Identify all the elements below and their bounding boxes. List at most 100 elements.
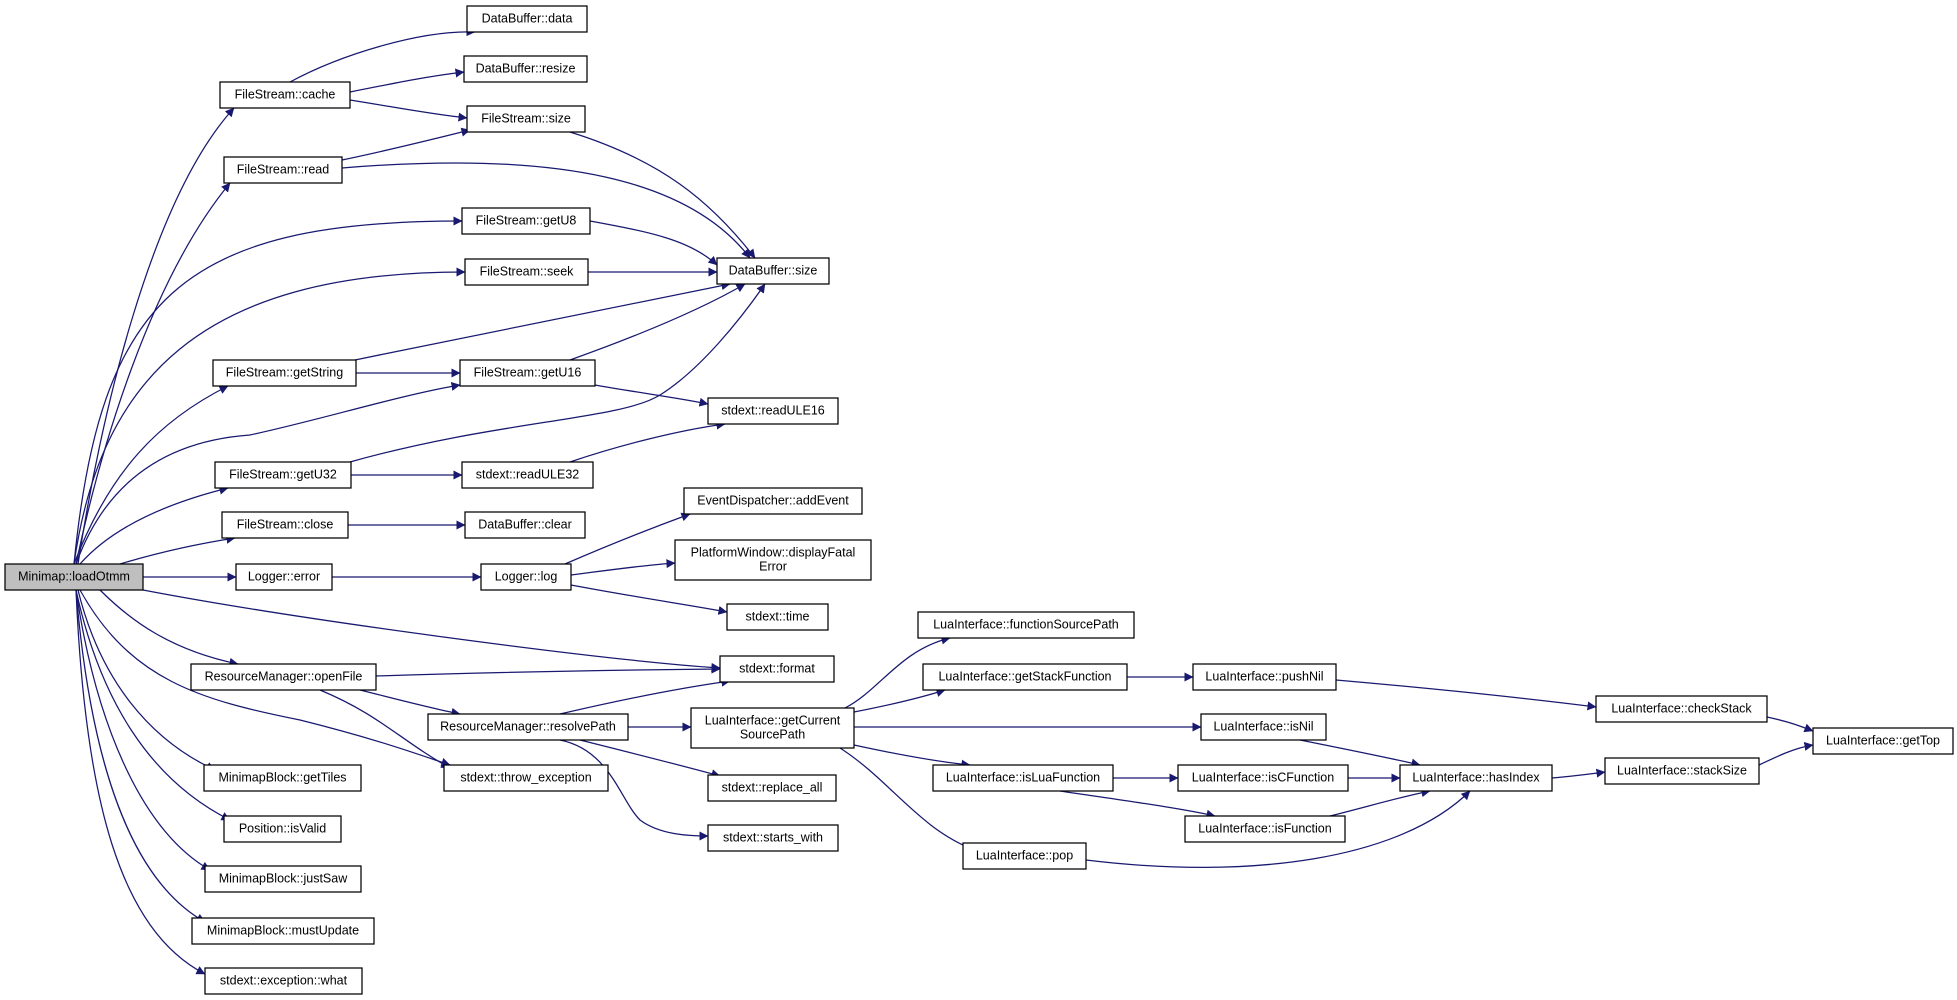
node-box — [235, 563, 333, 591]
node-box — [466, 105, 586, 133]
node-pos_isValid[interactable]: Position::isValid — [223, 815, 342, 843]
node-db_size[interactable]: DataBuffer::size — [716, 257, 830, 285]
node-lg_error[interactable]: Logger::error — [235, 563, 333, 591]
node-box — [223, 156, 343, 184]
node-box — [707, 774, 837, 802]
node-sx_format[interactable]: stdext::format — [719, 655, 835, 683]
node-box — [683, 487, 863, 515]
node-sx_excWhat[interactable]: stdext::exception::what — [204, 967, 363, 995]
node-fs_getU16[interactable]: FileStream::getU16 — [459, 359, 596, 387]
node-li_isFunc[interactable]: LuaInterface::isFunction — [1184, 815, 1346, 843]
node-sx_startsWith[interactable]: stdext::starts_with — [707, 824, 839, 852]
node-li_funcSrcPath[interactable]: LuaInterface::functionSourcePath — [917, 611, 1135, 639]
node-sx_readULE32[interactable]: stdext::readULE32 — [461, 461, 594, 489]
edge-loadOtmm-to-rm_openFile — [99, 589, 239, 667]
node-box — [1595, 695, 1768, 723]
node-fs_close[interactable]: FileStream::close — [221, 511, 349, 539]
edge-fs_getU16-to-db_size — [569, 283, 746, 361]
node-label: SourcePath — [740, 727, 805, 741]
node-label: stdext::starts_with — [723, 830, 823, 844]
node-lg_log[interactable]: Logger::log — [480, 563, 572, 591]
node-label: FileStream::getU8 — [476, 213, 577, 227]
node-box — [204, 967, 363, 995]
node-sx_throw[interactable]: stdext::throw_exception — [443, 764, 609, 792]
edge-li_pushNil-to-li_checkStack — [1335, 679, 1597, 711]
edge-li_getCurSrc-to-li_isLuaFunc — [853, 744, 971, 769]
node-box — [674, 539, 872, 581]
node-fs_cache[interactable]: FileStream::cache — [219, 81, 351, 109]
node-label: LuaInterface::functionSourcePath — [933, 617, 1119, 631]
edge-lg_log-to-ed_addEvent — [564, 512, 691, 565]
node-box — [427, 713, 629, 741]
node-li_isCFunc[interactable]: LuaInterface::isCFunction — [1177, 764, 1349, 792]
node-box — [191, 917, 375, 945]
node-box — [932, 764, 1114, 792]
node-box — [922, 663, 1128, 691]
node-li_isNil[interactable]: LuaInterface::isNil — [1200, 713, 1327, 741]
node-box — [461, 461, 594, 489]
node-label: FileStream::close — [237, 517, 334, 531]
edge-fs_cache-to-db_resize — [349, 68, 465, 93]
edge-loadOtmm-to-mb_justSaw — [75, 589, 211, 871]
node-rm_resolvePath[interactable]: ResourceManager::resolvePath — [427, 713, 629, 741]
node-box — [204, 865, 362, 893]
node-fs_read[interactable]: FileStream::read — [223, 156, 343, 184]
node-li_getTop[interactable]: LuaInterface::getTop — [1812, 727, 1954, 755]
node-li_isLuaFunc[interactable]: LuaInterface::isLuaFunction — [932, 764, 1114, 792]
node-li_pushNil[interactable]: LuaInterface::pushNil — [1192, 663, 1337, 691]
node-mb_justSaw[interactable]: MinimapBlock::justSaw — [204, 865, 362, 893]
node-mb_getTiles[interactable]: MinimapBlock::getTiles — [203, 764, 362, 792]
node-label: ResourceManager::resolvePath — [440, 719, 616, 733]
node-label: LuaInterface::pop — [976, 848, 1073, 862]
edge-loadOtmm-to-sx_throw — [79, 589, 451, 767]
edge-li_getCurSrc-to-li_getStackFunc — [853, 688, 946, 713]
node-li_getStackFunc[interactable]: LuaInterface::getStackFunction — [922, 663, 1128, 691]
node-label: LuaInterface::getStackFunction — [938, 669, 1111, 683]
node-db_resize[interactable]: DataBuffer::resize — [463, 55, 588, 83]
node-sx_time[interactable]: stdext::time — [726, 603, 829, 631]
node-box — [203, 764, 362, 792]
node-label: PlatformWindow::displayFatal — [691, 545, 856, 559]
node-db_clear[interactable]: DataBuffer::clear — [464, 511, 586, 539]
node-box — [1184, 815, 1346, 843]
node-fs_getU8[interactable]: FileStream::getU8 — [461, 207, 591, 235]
edge-fs_getU16-to-sx_readULE16 — [594, 384, 709, 407]
node-ed_addEvent[interactable]: EventDispatcher::addEvent — [683, 487, 863, 515]
node-box — [917, 611, 1135, 639]
node-li_checkStack[interactable]: LuaInterface::checkStack — [1595, 695, 1768, 723]
node-label: LuaInterface::getTop — [1826, 733, 1940, 747]
node-label: stdext::format — [739, 661, 815, 675]
node-box — [1604, 757, 1760, 785]
node-box — [690, 707, 855, 749]
node-li_hasIndex[interactable]: LuaInterface::hasIndex — [1399, 764, 1553, 792]
node-box — [464, 258, 589, 286]
node-rm_openFile[interactable]: ResourceManager::openFile — [190, 663, 377, 691]
node-sx_readULE16[interactable]: stdext::readULE16 — [707, 397, 839, 425]
node-label: stdext::readULE32 — [476, 467, 580, 481]
node-li_stackSize[interactable]: LuaInterface::stackSize — [1604, 757, 1760, 785]
edge-li_isLuaFunc-to-li_isFunc — [1059, 790, 1216, 819]
node-box — [223, 815, 342, 843]
edge-li_isNil-to-li_hasIndex — [1299, 739, 1421, 768]
node-mb_mustUpdate[interactable]: MinimapBlock::mustUpdate — [191, 917, 375, 945]
node-loadOtmm[interactable]: Minimap::loadOtmm — [4, 563, 144, 591]
node-fs_size[interactable]: FileStream::size — [466, 105, 586, 133]
node-fs_getString[interactable]: FileStream::getString — [212, 359, 357, 387]
edge-sx_readULE32-to-sx_readULE16 — [569, 420, 726, 463]
node-sx_replaceAll[interactable]: stdext::replace_all — [707, 774, 837, 802]
node-box — [464, 511, 586, 539]
node-label: MinimapBlock::justSaw — [219, 871, 348, 885]
node-li_pop[interactable]: LuaInterface::pop — [962, 842, 1087, 870]
node-box — [1399, 764, 1553, 792]
node-fs_getU32[interactable]: FileStream::getU32 — [214, 461, 352, 489]
edge-loadOtmm-to-fs_cache — [77, 107, 235, 565]
edge-loadOtmm-to-sx_excWhat — [75, 589, 206, 975]
node-label: LuaInterface::stackSize — [1617, 763, 1747, 777]
node-box — [1177, 764, 1349, 792]
node-label: DataBuffer::data — [482, 11, 573, 25]
node-db_data[interactable]: DataBuffer::data — [466, 5, 588, 33]
node-box — [461, 207, 591, 235]
node-fs_seek[interactable]: FileStream::seek — [464, 258, 589, 286]
